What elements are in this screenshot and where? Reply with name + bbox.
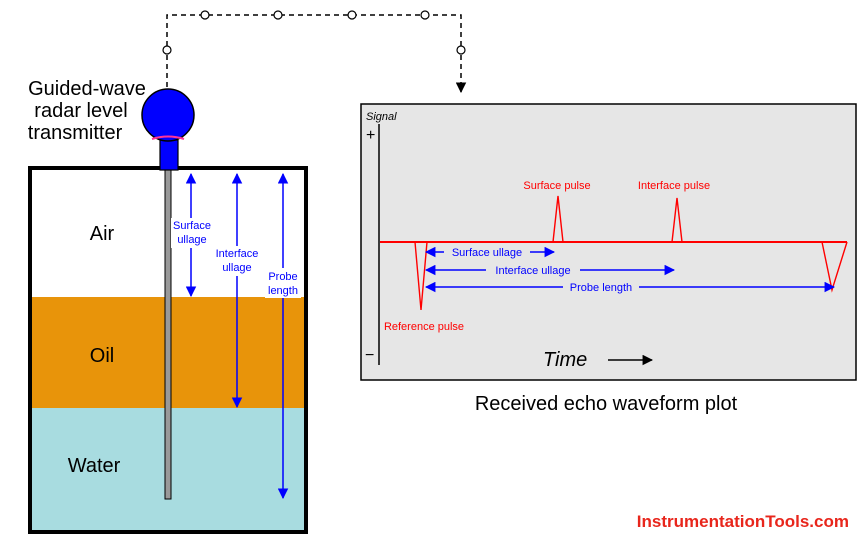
interface-pulse-shape: [671, 197, 683, 243]
interface-ullage-label-2: ullage: [222, 262, 251, 274]
transmitter-label-line1: Guided-wave: [28, 78, 146, 100]
oil-label: Oil: [90, 345, 114, 367]
signal-cable: [162, 10, 467, 94]
plot-probe-length-label: Probe length: [570, 282, 632, 294]
transmitter: [141, 88, 195, 171]
interface-pulse-label: Interface pulse: [638, 180, 710, 192]
cable-node: [200, 10, 210, 20]
reference-pulse-label: Reference pulse: [384, 321, 464, 333]
interface-ullage-label-1: Interface: [216, 248, 259, 260]
plot-caption: Received echo waveform plot: [475, 393, 738, 415]
cable-node: [347, 10, 357, 20]
surface-pulse-shape: [552, 195, 564, 243]
minus-sign: −: [365, 347, 374, 364]
cable-node: [420, 10, 430, 20]
surface-pulse-label: Surface pulse: [523, 180, 590, 192]
plus-sign: +: [366, 127, 375, 144]
watermark: InstrumentationTools.com: [637, 512, 849, 531]
signal-axis-label: Signal: [366, 111, 397, 123]
time-axis-label: Time: [543, 349, 587, 371]
cable-node: [162, 45, 172, 55]
transmitter-label-line2: radar level: [34, 100, 127, 122]
air-label: Air: [90, 223, 115, 245]
probe-rod: [164, 164, 172, 500]
plot-surface-ullage-label: Surface ullage: [452, 247, 522, 259]
plot-interface-ullage-label: Interface ullage: [495, 265, 570, 277]
water-label: Water: [68, 455, 121, 477]
reference-pulse-shape: [414, 241, 428, 311]
surface-ullage-label-1: Surface: [173, 220, 211, 232]
probe-length-label-1: Probe: [268, 271, 297, 283]
transmitter-label-line3: transmitter: [28, 122, 123, 144]
surface-ullage-label-2: ullage: [177, 234, 206, 246]
probe-length-label-2: length: [268, 285, 298, 297]
cable-node: [273, 10, 283, 20]
cable-node: [456, 45, 466, 55]
